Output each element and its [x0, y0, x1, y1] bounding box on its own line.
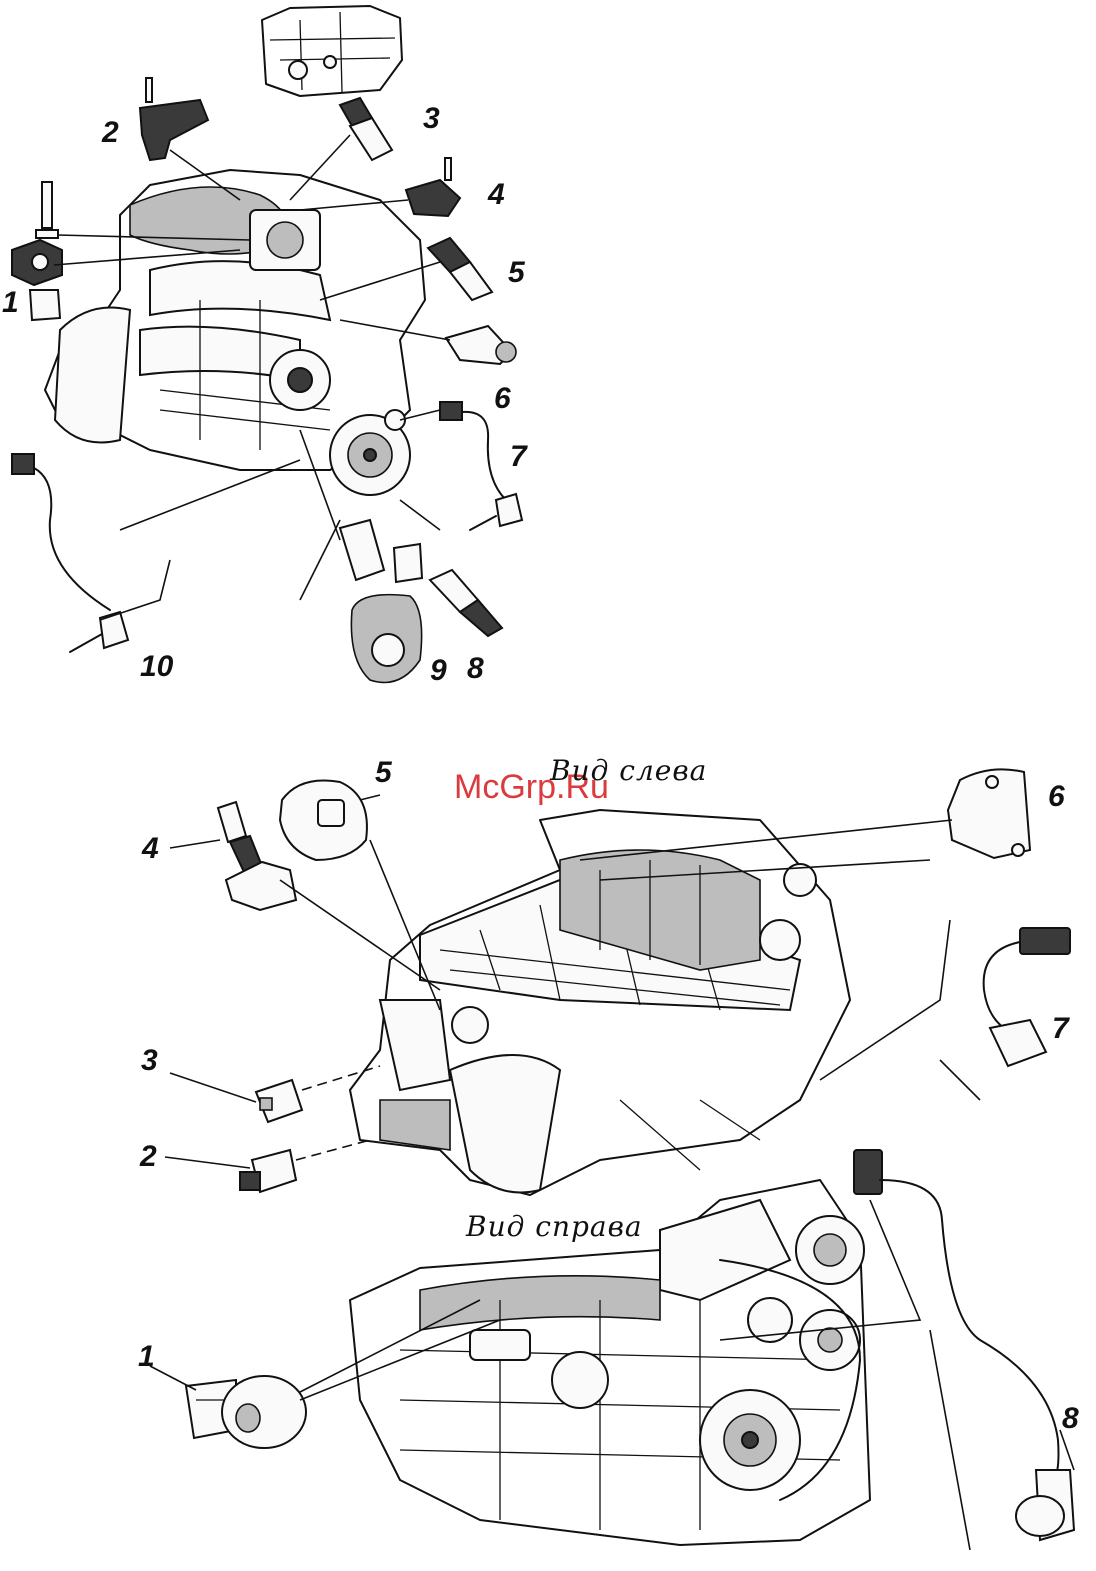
top-sensor-10-crankshaft: [12, 454, 128, 652]
bottom-callout-7: 7: [1052, 1012, 1070, 1045]
top-sensor-3-temperature: [340, 98, 392, 160]
bottom-sensor-6-module: [948, 769, 1030, 858]
top-sensor-4-throttle-position: [406, 158, 460, 216]
bottom-engine-left-view: [350, 810, 850, 1195]
bottom-sensor-8-crankshaft: [854, 1150, 1074, 1540]
top-callout-8: 8: [467, 652, 484, 685]
top-sensor-2-pressure: [140, 78, 208, 160]
bottom-sensor-3-temp: [256, 1080, 302, 1122]
top-callout-7: 7: [510, 440, 528, 473]
top-sensor-8-oil-pressure: [430, 570, 502, 636]
bottom-callout-1: 1: [138, 1340, 155, 1373]
bottom-callout-3: 3: [141, 1044, 158, 1077]
view-left-caption: Вид слева: [549, 754, 707, 787]
top-sensor-9-oil-filter: [340, 520, 422, 683]
top-sensor-1-knock: [12, 182, 62, 320]
bottom-sensor-2-temp: [240, 1150, 296, 1192]
bottom-sensor-1-knock: [186, 1376, 306, 1448]
top-sensor-5-idle-valve: [428, 238, 492, 300]
bottom-right-leader-lines: [150, 1200, 1074, 1550]
top-callout-5: 5: [508, 256, 526, 289]
bottom-sensor-7-phase: [984, 928, 1070, 1066]
bottom-callout-4: 4: [141, 832, 159, 865]
top-callout-1: 1: [2, 286, 19, 319]
bottom-callout-6: 6: [1048, 780, 1065, 813]
top-sensor-6-coolant: [446, 326, 516, 364]
top-callout-4: 4: [487, 178, 505, 211]
bottom-sensor-5-filter: [280, 780, 367, 860]
view-right-caption: Вид справа: [465, 1210, 643, 1243]
top-callout-9: 9: [430, 654, 447, 687]
top-callout-10: 10: [140, 650, 174, 683]
bottom-callout-5: 5: [375, 756, 393, 789]
bottom-callout-2: 2: [139, 1140, 157, 1173]
top-callout-2: 2: [101, 116, 119, 149]
top-callout-3: 3: [423, 102, 440, 135]
bottom-callout-8: 8: [1062, 1402, 1079, 1435]
top-callout-6: 6: [494, 382, 511, 415]
